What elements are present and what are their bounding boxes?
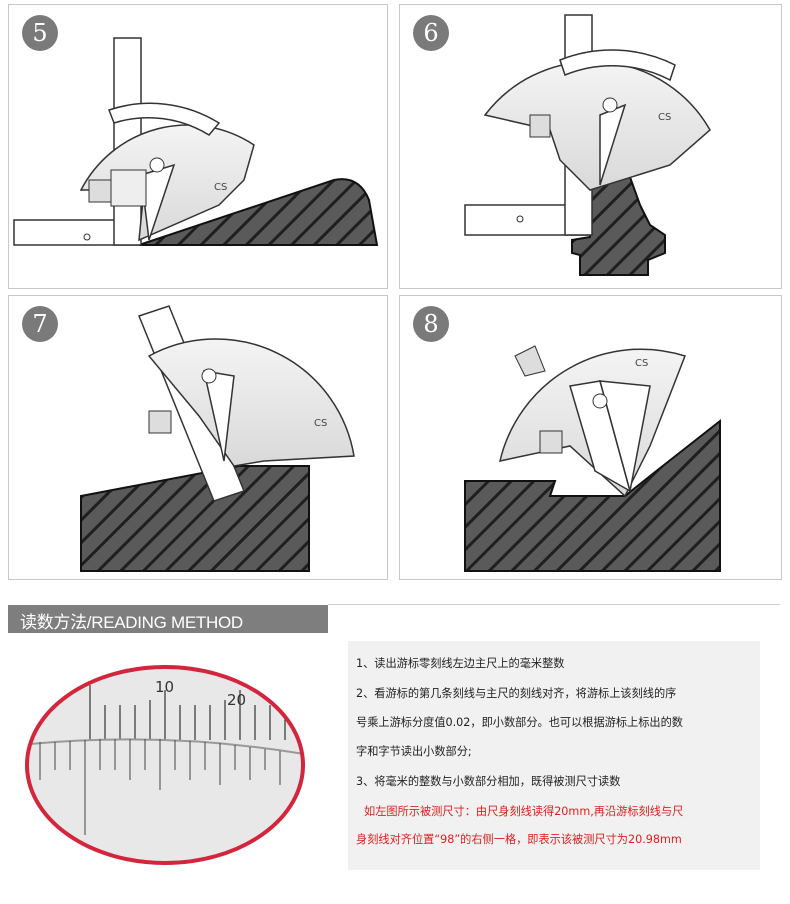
scale-label-10: 10 <box>155 678 174 696</box>
section-header: 读数方法/READING METHOD <box>8 605 328 633</box>
scale-label-20: 20 <box>227 691 246 709</box>
step-panel-7: 7 CS <box>8 295 388 580</box>
protractor-logo: CS <box>314 418 327 429</box>
example-text-2: 身刻线对齐位置“98”的右侧一格，即表示该被测尺寸为20.98mm <box>356 833 682 846</box>
step-number-badge: 8 <box>413 306 449 342</box>
instruction-step-2-end: 字和字节读出小数部分; <box>356 745 472 758</box>
instruction-step-2: 2、看游标的第几条刻线与主尺的刻线对齐，将游标上该刻线的序 <box>356 687 677 700</box>
protractor-logo: CS <box>214 182 227 193</box>
step-number-badge: 7 <box>22 306 58 342</box>
section-title: 读数方法/READING METHOD <box>20 613 243 632</box>
step-number-badge: 6 <box>413 15 449 51</box>
instruction-step-3: 3、将毫米的整数与小数部分相加，既得被测尺寸读数 <box>356 775 621 788</box>
instruction-step-2-cont: 号乘上游标分度值0.02，即小数部分。也可以根据游标上标出的数 <box>356 716 683 729</box>
instruction-step-1: 1、读出游标零刻线左边主尺上的毫米整数 <box>356 657 565 670</box>
protractor-illustration-7: CS <box>80 305 355 572</box>
protractor-illustration-6: CS <box>464 14 711 276</box>
step-panel-5: 5 CS <box>8 4 388 289</box>
step-panel-8: 8 CS <box>399 295 782 580</box>
protractor-illustration-5: CS <box>13 37 379 246</box>
step-number-badge: 5 <box>22 15 58 51</box>
reading-instructions: 1、读出游标零刻线左边主尺上的毫米整数 2、看游标的第几条刻线与主尺的刻线对齐，… <box>348 641 760 870</box>
vernier-zoom-image: 10 20 <box>20 660 310 870</box>
step-panel-6: 6 CS <box>399 4 782 289</box>
protractor-logo: CS <box>635 358 648 369</box>
protractor-illustration-8: CS <box>464 345 721 572</box>
header-divider <box>328 604 780 605</box>
protractor-logo: CS <box>658 112 671 123</box>
example-text-1: 如左图所示被测尺寸：由尺身刻线读得20mm,再沿游标刻线与尺 <box>364 805 684 818</box>
